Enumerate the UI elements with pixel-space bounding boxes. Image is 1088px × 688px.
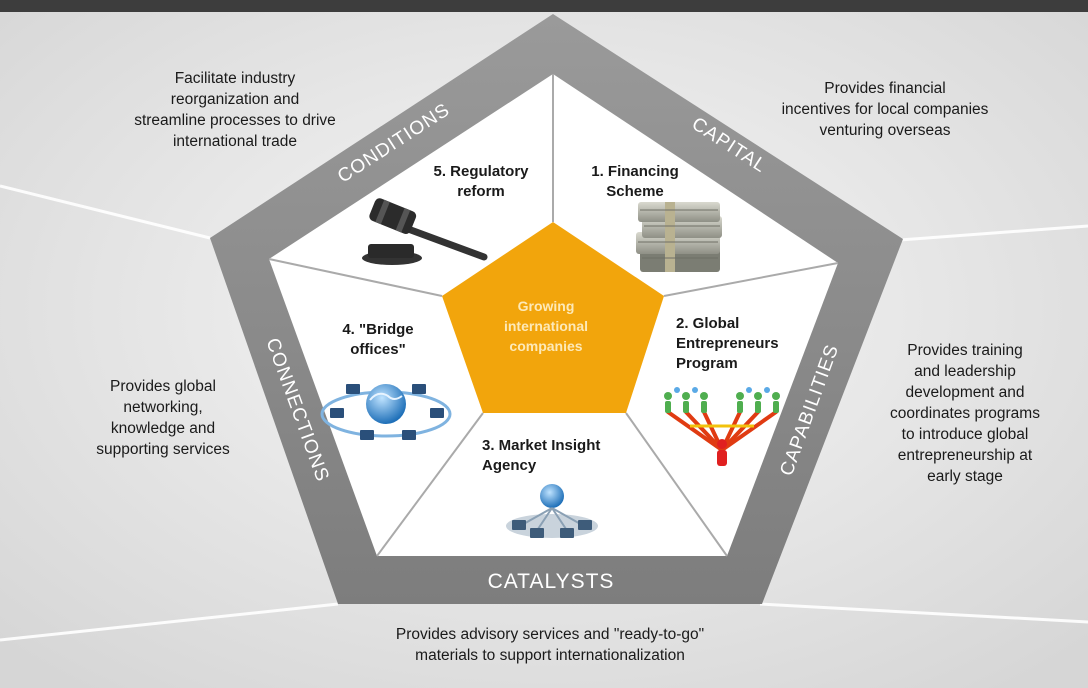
capabilities-label-line-1: 2. Global [676,315,740,332]
sector-label-catalysts: 3. Market Insight Agency [482,436,632,476]
conditions-label-line-2: reform [457,183,505,200]
sector-dividers [268,74,839,557]
connections-desc-line-3: knowledge and [110,420,216,437]
people-network-icon [664,387,780,466]
capital-label-line-1: 1. Financing [591,163,679,180]
capabilities-desc-line-1: Provides training [907,342,1023,359]
capabilities-desc-line-7: early stage [927,468,1003,485]
connections-desc-line-2: networking, [123,399,203,416]
capabilities-label-line-2: Entrepreneurs [676,335,779,352]
capabilities-desc-line-5: to introduce global [901,426,1029,443]
catalysts-desc-line-1: Provides advisory services and "ready-to… [395,626,705,643]
center-label: Growing international companies [458,296,634,356]
capabilities-desc-line-6: entrepreneurship at [897,447,1033,464]
catalysts-desc-line-2: materials to support internationalizatio… [415,647,685,664]
capital-desc-line-1: Provides financial [824,80,946,97]
capital-desc-line-2: incentives for local companies [781,101,989,118]
center-label-line-3: companies [509,338,583,354]
connections-label-line-2: offices" [350,341,406,358]
conditions-desc-line-4: international trade [172,133,298,150]
description-capital: Provides financial incentives for local … [740,78,1030,141]
money-stack-icon [636,202,722,272]
globe-network-icon [506,484,598,538]
connections-desc-line-1: Provides global [110,378,216,395]
description-catalysts: Provides advisory services and "ready-to… [300,624,800,666]
capital-desc-line-3: venturing overseas [819,122,951,139]
connections-desc-line-4: supporting services [96,441,230,458]
capabilities-desc-line-3: development and [905,384,1025,401]
sector-label-capabilities: 2. Global Entrepreneurs Program [676,314,806,374]
catalysts-label-line-2: Agency [482,457,537,474]
band-label-catalysts: CATALYSTS [488,570,615,593]
globe-computers-icon [320,384,452,440]
center-label-line-2: international [503,318,588,334]
gavel-icon [362,198,488,265]
center-pentagon [442,222,664,413]
capital-label-line-2: Scheme [606,183,664,200]
sector-label-connections: 4. "Bridge offices" [323,320,433,360]
capabilities-desc-line-4: coordinates programs [890,405,1040,422]
conditions-desc-line-2: reorganization and [170,91,300,108]
description-conditions: Facilitate industry reorganization and s… [95,68,375,152]
description-connections: Provides global networking, knowledge an… [68,376,258,460]
capabilities-desc-line-2: and leadership [914,363,1016,380]
sector-label-conditions: 5. Regulatory reform [419,162,543,202]
center-label-line-1: Growing [517,298,575,314]
capabilities-label-line-3: Program [676,355,738,372]
sector-label-capital: 1. Financing Scheme [580,162,690,202]
description-capabilities: Provides training and leadership develop… [855,340,1075,487]
conditions-desc-line-3: streamline processes to drive [134,112,336,129]
top-bar [0,0,1088,12]
catalysts-label-line-1: 3. Market Insight [482,437,601,454]
conditions-desc-line-1: Facilitate industry [174,70,296,87]
background-perspective-lines [0,184,1088,642]
connections-label-line-1: 4. "Bridge [342,321,414,338]
conditions-label-line-1: 5. Regulatory [433,163,529,180]
